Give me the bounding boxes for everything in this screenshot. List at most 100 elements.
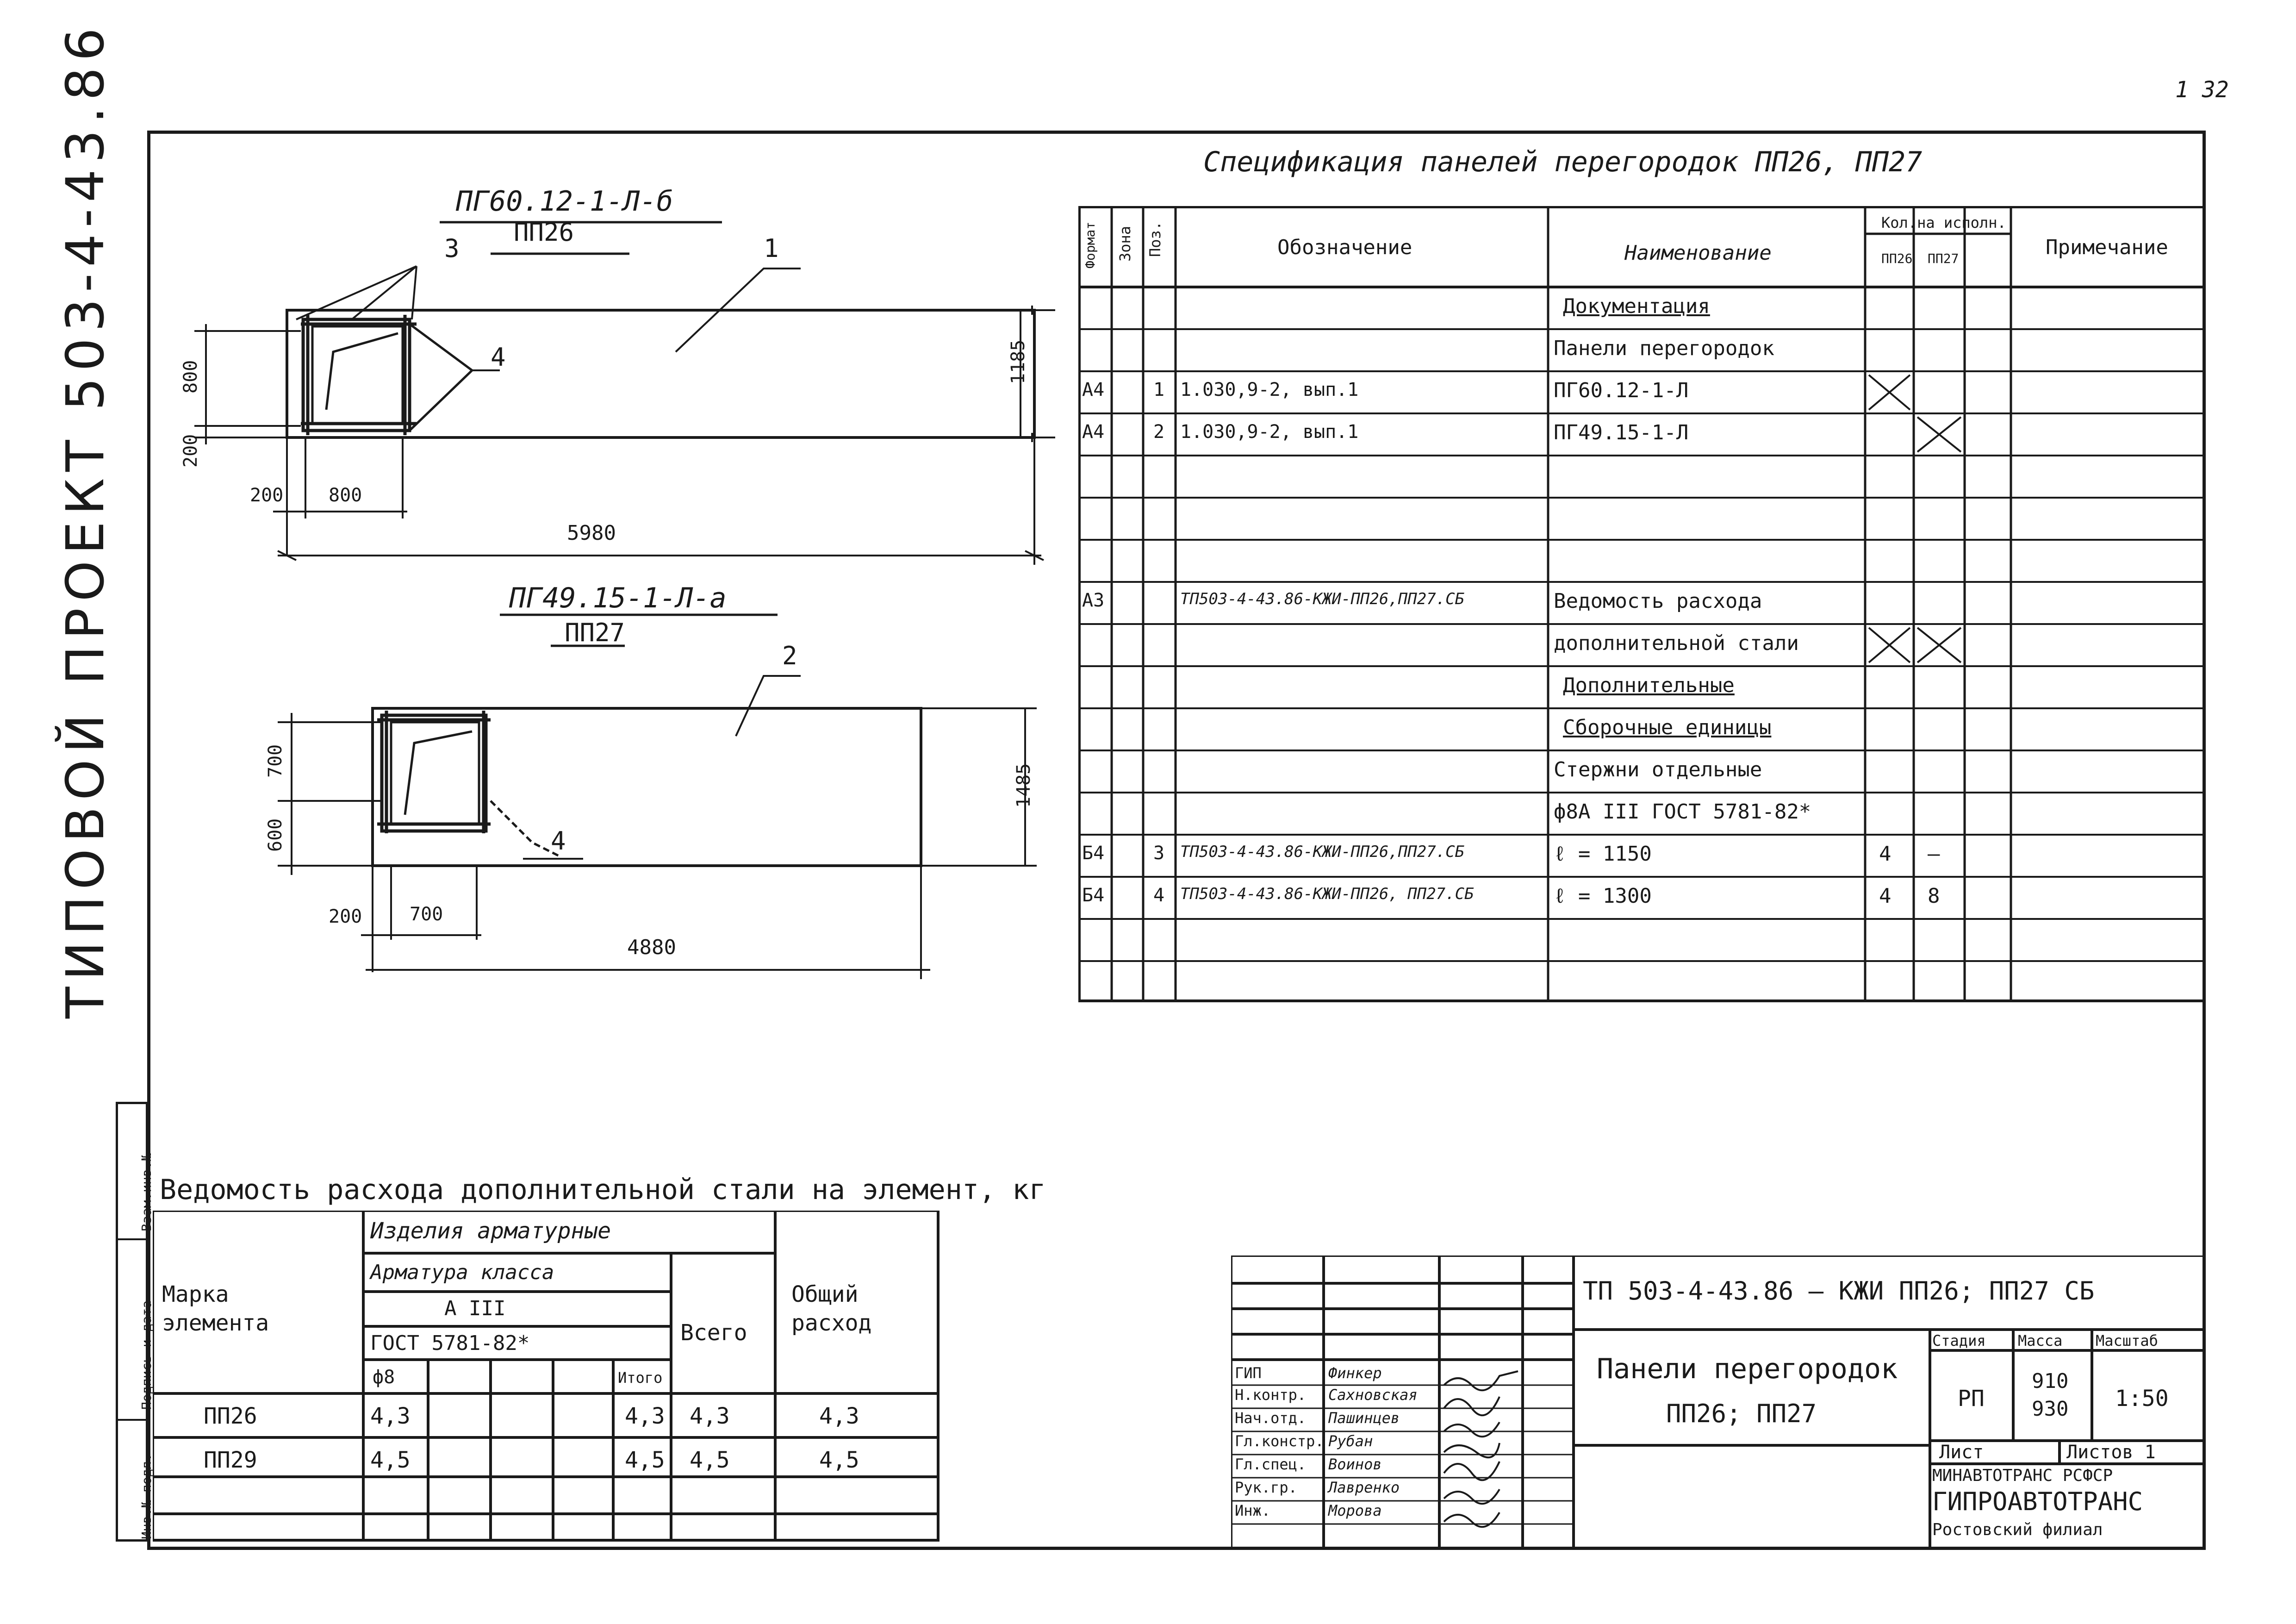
- stamp-org-3: Ростовский филиал: [1932, 1520, 2103, 1539]
- steel-h-mark: Марка элемента: [162, 1281, 269, 1337]
- spec-h-qty-a: ПП26: [1881, 251, 1913, 266]
- spec-cell-name: Стержни отдельные: [1554, 758, 1762, 781]
- spec-cell-name: ф8А III ГОСТ 5781-82*: [1554, 800, 1811, 824]
- spec-cell-qty-b: –: [1928, 842, 1940, 866]
- spec-cell-format: Б4: [1082, 843, 1105, 864]
- spec-cell-name: ℓ = 1300: [1554, 884, 1652, 908]
- steel-h-dia: ф8: [373, 1367, 395, 1388]
- empty-cross: [1868, 627, 1911, 663]
- stamp-mass-1: 910: [2032, 1369, 2069, 1393]
- panel-2-outline: [371, 707, 922, 867]
- spec-cell-pos: 4: [1153, 885, 1165, 906]
- spec-h-pos: Поз.: [1146, 221, 1164, 257]
- stamp-scale: 1:50: [2115, 1386, 2169, 1412]
- spec-cell-designation: ТП503-4-43.86-КЖИ-ПП26,ПП27.СБ: [1180, 843, 1465, 861]
- drawing1-pos4: 4: [491, 343, 506, 372]
- drawing1-dim-200h: 200: [250, 485, 284, 506]
- stamp-role: Рук.гр.: [1235, 1479, 1297, 1496]
- stamp-role: Нач.отд.: [1235, 1409, 1307, 1427]
- spec-cell-designation: 1.030,9-2, вып.1: [1180, 421, 1359, 443]
- spec-cell-format: А3: [1082, 590, 1105, 611]
- drawing2-dim-700v: 700: [265, 744, 286, 778]
- stamp-org-2: ГИПРОАВТОТРАНС: [1932, 1487, 2143, 1516]
- steel-h-grade: А III: [444, 1297, 506, 1320]
- stamp-person-name: Рубан: [1328, 1432, 1373, 1450]
- page-number: 1 32: [2175, 77, 2229, 103]
- steel-cell-mark: ПП26: [204, 1403, 257, 1429]
- spec-cell-qty-b: 8: [1928, 884, 1940, 908]
- steel-title: Ведомость расхода дополнительной стали н…: [160, 1174, 1046, 1206]
- steel-h-general: Общий расход: [791, 1281, 872, 1337]
- steel-h-gost: ГОСТ 5781-82*: [370, 1331, 530, 1355]
- spec-h-name: Наименование: [1624, 241, 1772, 265]
- stamp-person-name: Пашинцев: [1328, 1409, 1400, 1427]
- drawing1-pos3: 3: [444, 234, 460, 263]
- stamp-name-2: ПП26; ПП27: [1666, 1399, 1817, 1428]
- steel-cell-itogo: 4,3: [625, 1403, 665, 1429]
- steel-h-group: Изделия арматурные: [370, 1218, 611, 1244]
- stamp-role: Гл.констр.: [1235, 1432, 1324, 1450]
- stamp-person-name: Воинов: [1328, 1455, 1382, 1473]
- drawing1-dim-total: 5980: [567, 521, 616, 545]
- drawing2-dim-600v: 600: [265, 818, 286, 852]
- spec-cell-designation: ТП503-4-43.86-КЖИ-ПП26,ПП27.СБ: [1180, 590, 1465, 608]
- stamp-mass-2: 930: [2032, 1397, 2069, 1421]
- steel-grid: [153, 1211, 940, 1542]
- steel-cell-d8: 4,3: [370, 1403, 411, 1429]
- spec-cell-name: Документация: [1563, 294, 1710, 318]
- stamp-person-name: Лавренко: [1328, 1479, 1400, 1496]
- spec-cell-pos: 2: [1153, 421, 1165, 443]
- spec-h-designation: Обозначение: [1277, 236, 1412, 259]
- spec-table: Формат Зона Поз. Обозначение Наименовани…: [1078, 206, 2206, 1002]
- spec-cell-format: А4: [1082, 421, 1105, 443]
- steel-cell-total: 4,5: [690, 1447, 730, 1473]
- spec-cell-name: Ведомость расхода: [1554, 589, 1762, 613]
- drawing1-dim-800h: 800: [329, 485, 362, 506]
- drawing2-dim-200h: 200: [329, 906, 362, 927]
- drawing2-pos2: 2: [782, 641, 797, 670]
- drawing2-subtitle: ПП27: [565, 618, 625, 647]
- empty-cross: [1916, 416, 1962, 453]
- stamp-name-1: Панели перегородок: [1597, 1353, 1898, 1385]
- spec-cell-pos: 1: [1153, 379, 1165, 400]
- spec-cell-name: Сборочные единицы: [1563, 716, 1772, 739]
- drawing2-dim-700h: 700: [410, 904, 443, 925]
- spec-cell-name: дополнительной стали: [1554, 631, 1799, 655]
- steel-cell-general: 4,3: [819, 1403, 859, 1429]
- spec-cell-name: ПГ60.12-1-Л: [1554, 379, 1689, 402]
- stamp-person-name: Морова: [1328, 1502, 1382, 1519]
- spec-cell-designation: ТП503-4-43.86-КЖИ-ПП26, ПП27.СБ: [1180, 885, 1474, 903]
- steel-h-itogo: Итого: [618, 1369, 663, 1387]
- spec-cell-format: Б4: [1082, 885, 1105, 906]
- steel-cell-d8: 4,5: [370, 1447, 411, 1473]
- drawing1-subtitle: ПП26: [514, 218, 574, 247]
- stamp-stage: РП: [1958, 1386, 1985, 1412]
- steel-table: Марка элемента Изделия арматурные Армату…: [153, 1211, 940, 1542]
- spec-h-format: Формат: [1083, 221, 1098, 269]
- spec-cell-qty-a: 4: [1879, 842, 1892, 866]
- steel-h-total: Всего: [680, 1320, 747, 1346]
- stamp-mass-h: Масса: [2018, 1332, 2063, 1349]
- drawing1-dim-height: 1185: [1008, 339, 1029, 384]
- stamp-role: Гл.спец.: [1235, 1455, 1307, 1473]
- empty-cross: [1916, 627, 1962, 663]
- side-stamp: Инв.№ подл. Подпись и дата Взам.инв.№: [116, 1102, 154, 1542]
- spec-cell-name: ПГ49.15-1-Л: [1554, 421, 1689, 444]
- spec-title: Спецификация панелей перегородок ПП26, П…: [1203, 146, 1923, 178]
- drawing1-title: ПГ60.12-1-Л-б: [456, 185, 673, 218]
- steel-cell-total: 4,3: [690, 1403, 730, 1429]
- steel-cell-general: 4,5: [819, 1447, 859, 1473]
- steel-h-class: Арматура класса: [370, 1261, 554, 1284]
- steel-cell-mark: ПП29: [204, 1447, 257, 1473]
- drawing2-dim-height: 1485: [1013, 763, 1034, 808]
- stamp-role: ГИП: [1235, 1364, 1262, 1382]
- stamp-role: Инж.: [1235, 1502, 1271, 1519]
- stamp-person-name: Финкер: [1328, 1364, 1382, 1382]
- spec-cell-name: ℓ = 1150: [1554, 842, 1652, 866]
- stamp-sheets: Листов 1: [2066, 1442, 2156, 1463]
- steel-cell-itogo: 4,5: [625, 1447, 665, 1473]
- stamp-stage-h: Стадия: [1932, 1332, 1986, 1349]
- spec-cell-name: Дополнительные: [1563, 674, 1735, 697]
- spec-cell-name: Панели перегородок: [1554, 337, 1774, 360]
